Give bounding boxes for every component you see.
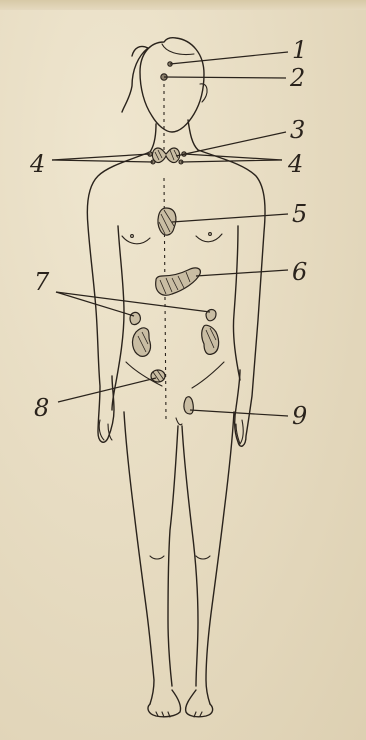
crotch xyxy=(176,418,182,425)
label-7: 7 xyxy=(34,268,50,296)
label-2: 2 xyxy=(289,64,305,92)
leader-6 xyxy=(196,270,288,276)
left-arm-inner xyxy=(112,226,124,410)
right-foot xyxy=(186,690,213,717)
label-9: 9 xyxy=(292,402,307,430)
label-4-left: 4 xyxy=(29,150,45,178)
right-nipple xyxy=(209,233,212,236)
pancreas xyxy=(156,268,201,295)
adrenal-gland-left xyxy=(130,312,140,324)
genital-gland xyxy=(184,397,193,414)
left-nipple xyxy=(131,235,134,238)
leader-5 xyxy=(172,214,288,222)
leader-4-right-a xyxy=(184,154,282,160)
hair-parting xyxy=(162,44,194,55)
kidney-left xyxy=(133,328,151,356)
leader-4-left-b xyxy=(52,160,153,162)
knee-marks xyxy=(150,556,210,559)
leader-2 xyxy=(164,77,286,78)
right-arm-inner xyxy=(233,226,240,380)
leader-1 xyxy=(170,52,288,64)
label-5: 5 xyxy=(292,200,307,228)
hair-outline xyxy=(122,46,148,112)
left-leg-outline xyxy=(124,412,178,704)
left-hand xyxy=(99,420,112,440)
label-6: 6 xyxy=(292,258,307,286)
right-hip-line xyxy=(192,362,224,388)
chest-outline xyxy=(122,234,222,244)
leader-7-right xyxy=(56,292,210,312)
right-side-outline xyxy=(198,150,265,446)
label-3: 3 xyxy=(290,116,305,144)
label-1: 1 xyxy=(292,36,307,64)
body-midline xyxy=(164,84,166,420)
glands xyxy=(130,62,219,414)
leader-8 xyxy=(58,378,156,402)
leader-3 xyxy=(176,132,286,156)
body-outline xyxy=(87,38,265,717)
leader-9 xyxy=(190,410,288,416)
neck-outline xyxy=(150,120,198,152)
label-4-right: 4 xyxy=(287,150,303,178)
label-8: 8 xyxy=(34,394,49,422)
